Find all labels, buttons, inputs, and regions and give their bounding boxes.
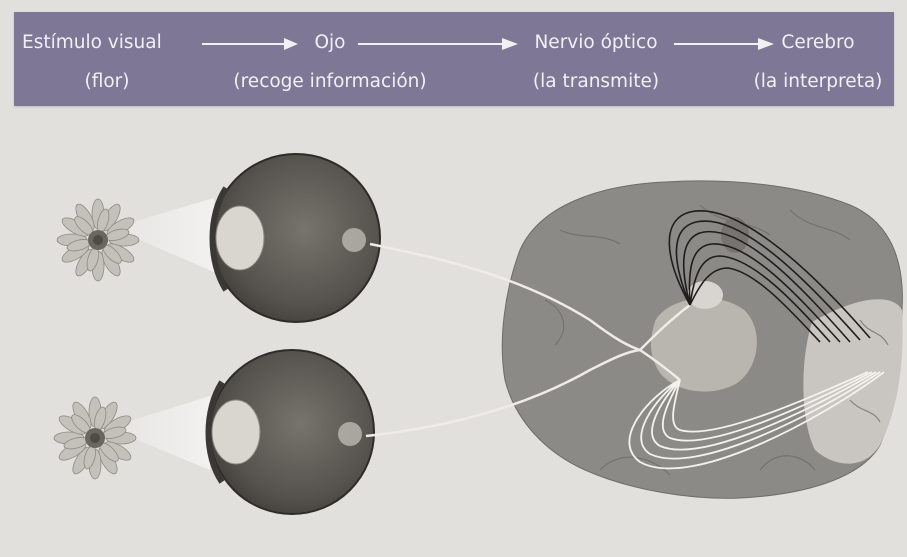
eye-cross-section-icon bbox=[209, 350, 375, 514]
eye-cross-section-icon bbox=[212, 154, 380, 322]
flower-icon bbox=[57, 199, 139, 281]
brain-icon bbox=[502, 181, 902, 498]
flower-icon bbox=[54, 397, 136, 479]
